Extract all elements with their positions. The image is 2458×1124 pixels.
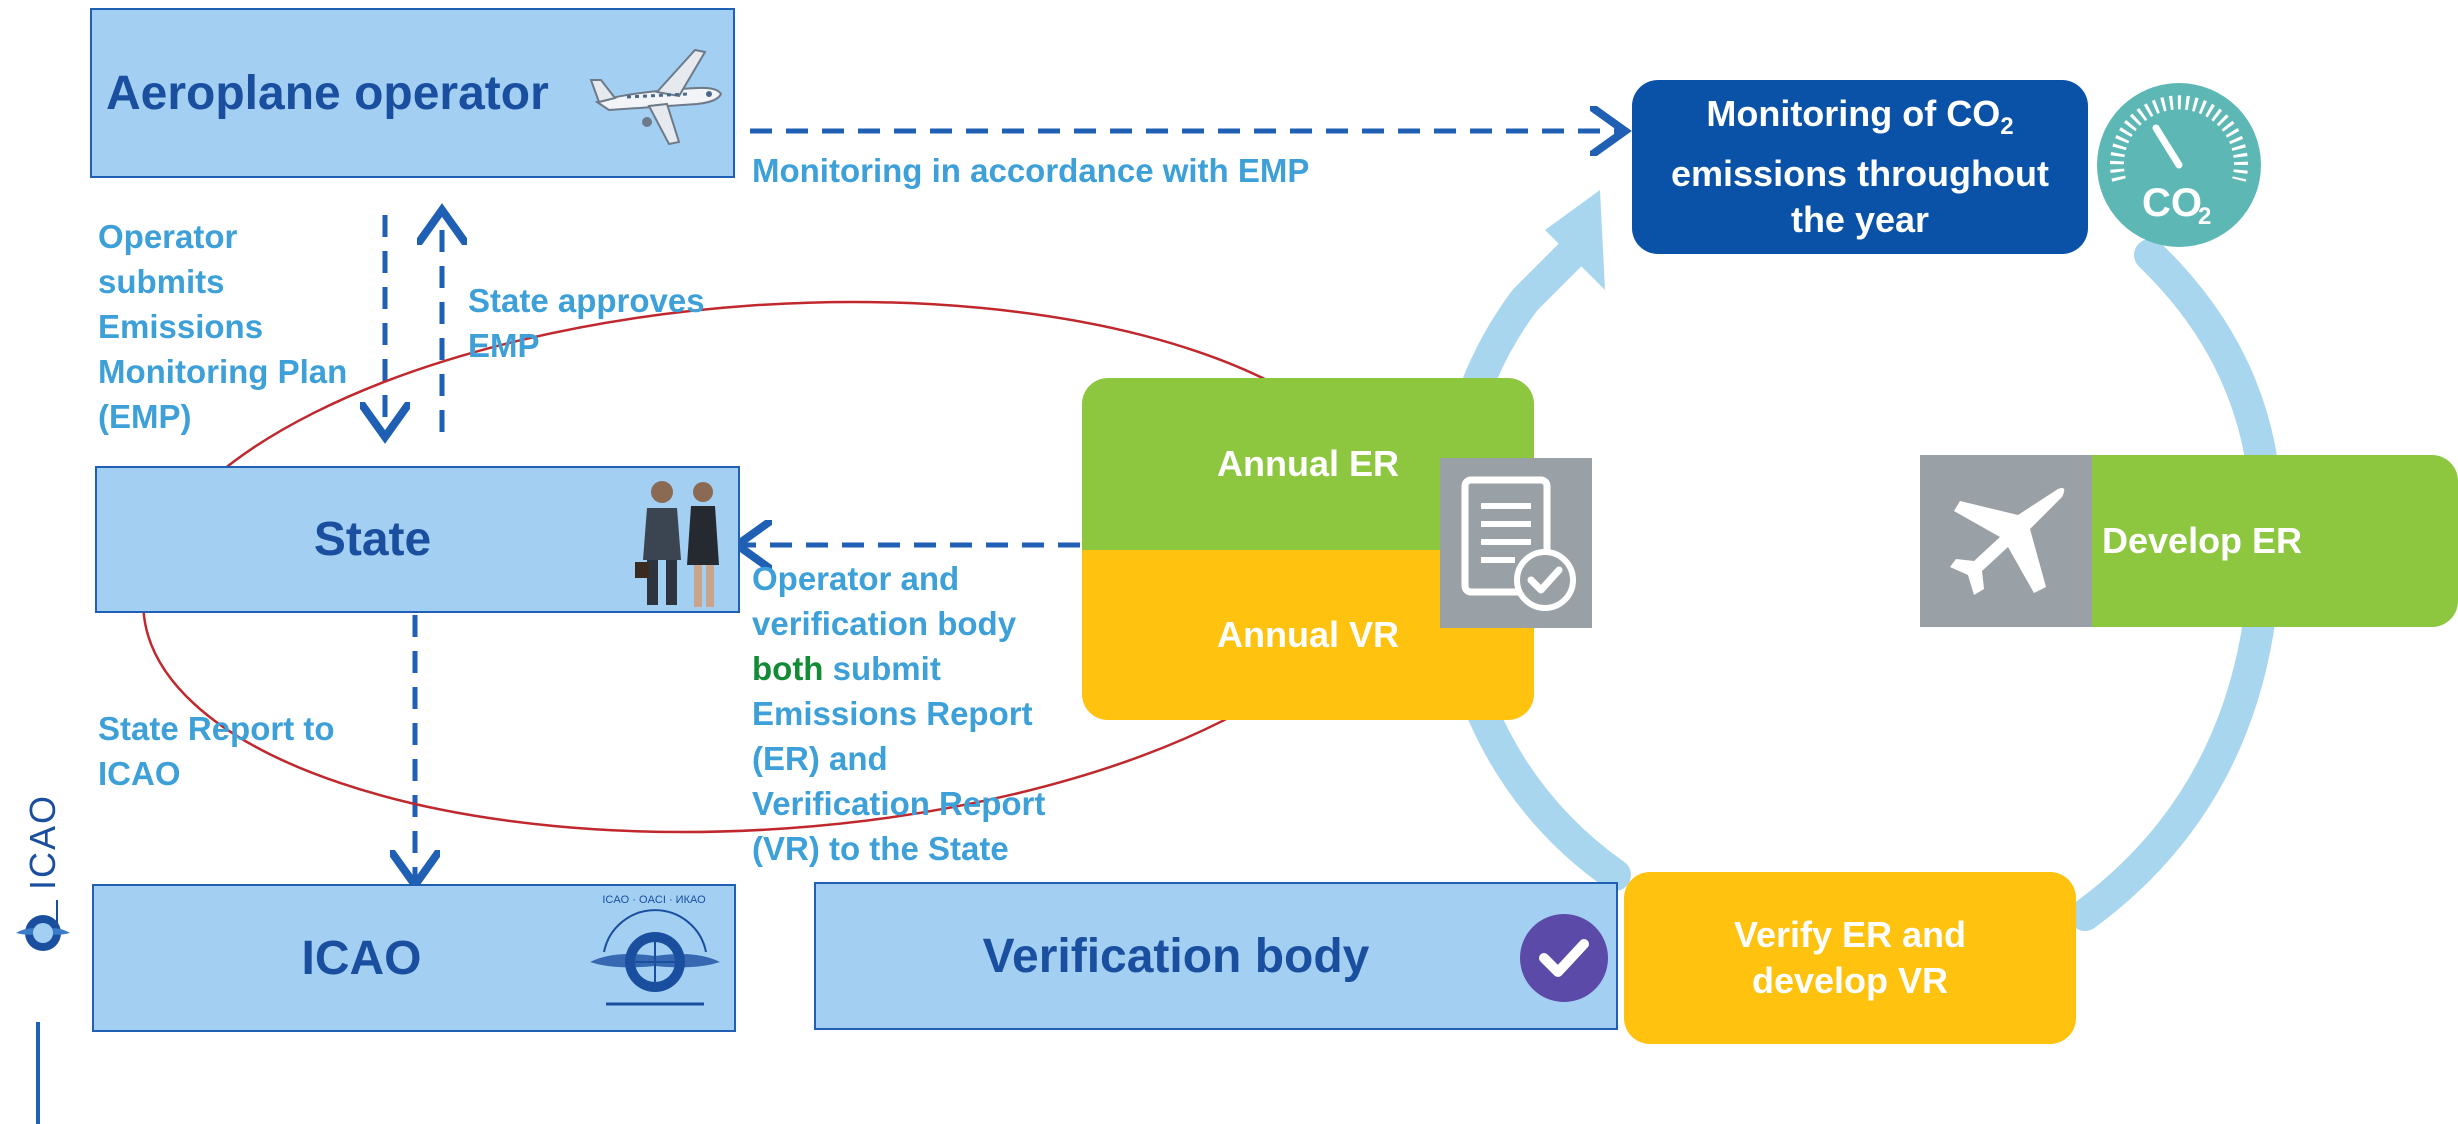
icao-emblem-icon [590,909,720,1006]
operator-submits-line: Operator [98,218,238,255]
monitoring-line1-text: Monitoring of CO [1706,93,2001,135]
monitoring-line1: Monitoring of CO2 [1706,91,2013,150]
annual-vr-label: Annual VR [1216,614,1399,655]
state-approves-line: State approves [468,282,705,319]
verify-line: Verify ER and [1733,914,1967,955]
icao-box: ICAO ICAO · OACI · ИКАО [92,884,736,1032]
aeroplane-operator-label: Aeroplane operator [106,66,549,120]
operator-submits-line: Emissions [98,308,264,345]
state-report-label: State Report to ICAO [98,706,335,796]
monitoring-emp-label: Monitoring in accordance with EMP [752,152,1310,189]
co2-badge-subscript: 2 [2198,203,2211,230]
monitoring-co2-subscript: 2 [2000,113,2014,141]
co2-gauge-icon: CO 2 [2097,83,2261,247]
icao-divider [56,900,58,940]
people-icon [635,481,719,607]
state-label: State [313,513,432,566]
both-submit-line: Operator and [752,560,960,597]
operator-submits-label: Operator submits Emissions Monitoring Pl… [98,214,347,439]
annual-vr-box: Annual VR [1082,550,1534,720]
verify-line: develop VR [1751,960,1949,1001]
operator-submits-line: submits [98,263,225,300]
both-rest: submit [823,650,941,687]
verify-box: Verify ER and develop VR [1624,872,2076,1044]
icao-label: ICAO [301,931,422,985]
monitoring-line2: emissions throughout [1671,152,2049,194]
checkmark-badge-icon [1520,914,1608,1002]
state-report-line: ICAO [98,755,181,792]
co2-badge-text: CO [2142,181,2202,225]
both-submit-line: verification body [752,605,1017,642]
document-tile [1440,458,1592,628]
aeroplane-operator-box: Aeroplane operator [90,8,735,178]
monitoring-box: Monitoring of CO2 emissions throughout t… [1632,80,2088,254]
icao-small-emblem-icon [16,915,70,951]
operator-submits-line: (EMP) [98,398,192,435]
icao-vertical-bar [36,1022,40,1124]
annual-er-label: Annual ER [1216,443,1399,484]
develop-er-box: Develop ER [2092,455,2458,627]
both-submit-line: both submit [752,646,1045,691]
state-report-line: State Report to [98,710,335,747]
operator-submits-line: Monitoring Plan [98,353,348,390]
verification-body-label: Verification body [982,929,1370,983]
icao-vertical-text: ICAO [22,793,63,890]
document-check-icon [1461,476,1576,611]
both-submit-label: Operator and verification body both subm… [752,556,1045,871]
both-submit-line: Verification Report [752,785,1046,822]
both-submit-line: Emissions Report [752,695,1033,732]
both-submit-line: (VR) to the State [752,830,1009,867]
state-box: State [95,466,740,613]
monitoring-line3: the year [1790,198,1930,240]
airplane-icon [589,48,723,146]
both-emphasis: both [752,650,824,687]
plane-silhouette-icon [1950,488,2065,595]
state-approves-label: State approves EMP [468,278,705,368]
icao-logo-strip: ICAO [0,790,80,1124]
both-submit-line: (ER) and [752,740,888,777]
develop-er-label: Develop ER [2102,520,2303,561]
verification-body-box: Verification body [814,882,1618,1030]
icao-emblem-caption: ICAO · OACI · ИКАО [602,894,706,906]
state-approves-line: EMP [468,327,540,364]
plane-tile [1920,455,2092,627]
